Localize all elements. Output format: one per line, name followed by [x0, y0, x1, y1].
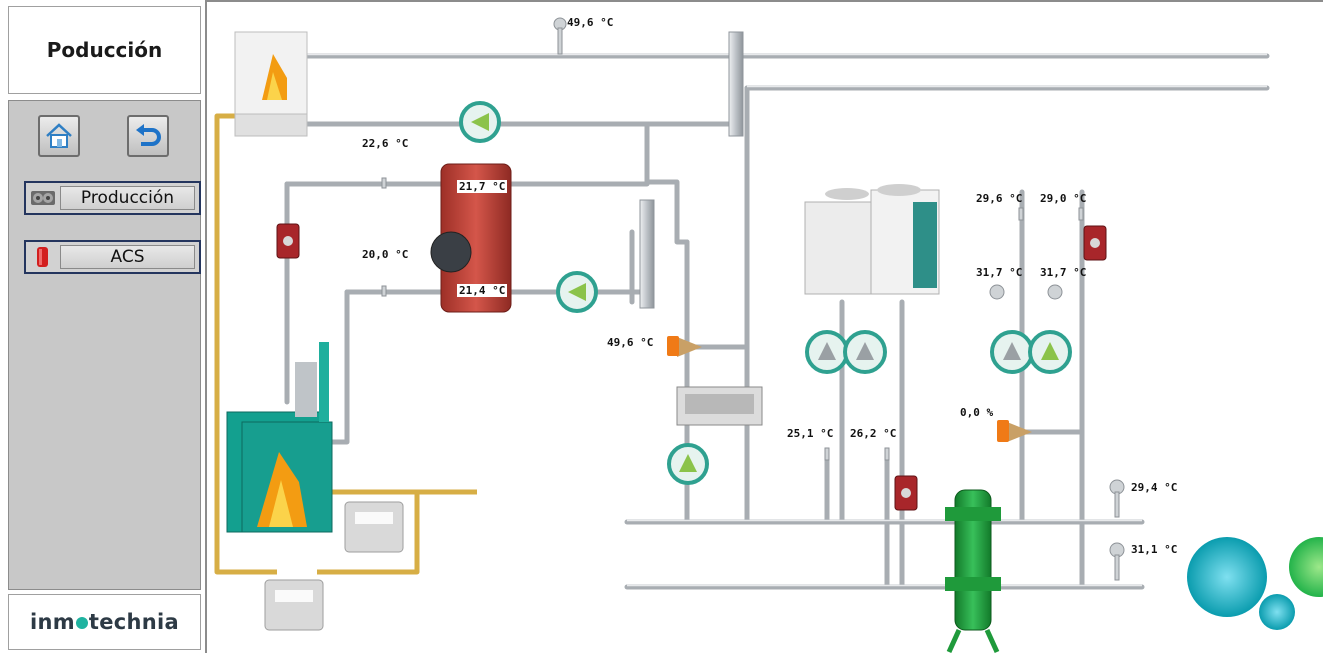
reading-right-c: 31,7 °C: [976, 266, 1023, 279]
reading-right-b: 29,0 °C: [1040, 192, 1087, 205]
nav-acs-button[interactable]: ACS: [24, 240, 201, 274]
nav-produccion-button[interactable]: Producción: [24, 181, 201, 215]
back-button[interactable]: [127, 115, 169, 157]
reading-supply-top: 49,6 °C: [567, 16, 614, 29]
hydraulic-schematic: [214, 17, 1323, 654]
reading-right-d: 31,7 °C: [1040, 266, 1087, 279]
reading-collector-top: 29,4 °C: [1131, 481, 1178, 494]
reading-dhw-supply: 22,6 °C: [362, 137, 409, 150]
reading-tank-bottom: 21,4 °C: [457, 284, 508, 297]
logo-text-2: technia: [88, 610, 180, 634]
gas-pipes: [214, 113, 477, 575]
reading-right-a: 29,6 °C: [976, 192, 1023, 205]
logo-dot-icon: [75, 617, 88, 629]
reading-mix-valve: 49,6 °C: [607, 336, 654, 349]
reading-tank-top: 21,7 °C: [457, 180, 508, 193]
hydraulic-separator: [945, 489, 1001, 654]
chiller-units: [804, 184, 940, 295]
dhw-tank: [430, 163, 512, 313]
nav-acs-label: ACS: [60, 245, 195, 269]
wall-boiler: [234, 31, 308, 137]
brand-logo: inm technia: [8, 594, 201, 650]
temperature-sensors: [381, 17, 1125, 581]
nav-panel: Producción ACS: [8, 100, 201, 590]
reading-dhw-return: 20,0 °C: [362, 248, 409, 261]
back-arrow-icon: [136, 124, 161, 146]
home-icon: [46, 123, 72, 148]
pipe-highlights: [302, 53, 1267, 587]
logo-text-1: inm: [29, 610, 75, 634]
nav-produccion-label: Producción: [60, 186, 195, 210]
mixing-valves: [667, 336, 1032, 442]
reading-valve-pct: 0,0 %: [960, 406, 994, 419]
schematic-area: 49,6 °C 22,6 °C 20,0 °C 21,7 °C 21,4 °C …: [207, 0, 1323, 654]
page-title: Poducción: [8, 6, 201, 94]
chiller-icon: [31, 191, 55, 205]
bubble-decoration: [1187, 537, 1267, 617]
tank-icon: [37, 247, 48, 267]
reading-collector-bottom: 31,1 °C: [1131, 543, 1178, 556]
pipes: [284, 53, 1270, 590]
reading-chiller-in: 26,2 °C: [850, 427, 897, 440]
home-button[interactable]: [38, 115, 80, 157]
reading-chiller-out: 25,1 °C: [787, 427, 834, 440]
sidebar: Poducción Producción: [0, 0, 207, 653]
floor-boiler: [226, 342, 333, 533]
pumps: [459, 101, 1072, 485]
